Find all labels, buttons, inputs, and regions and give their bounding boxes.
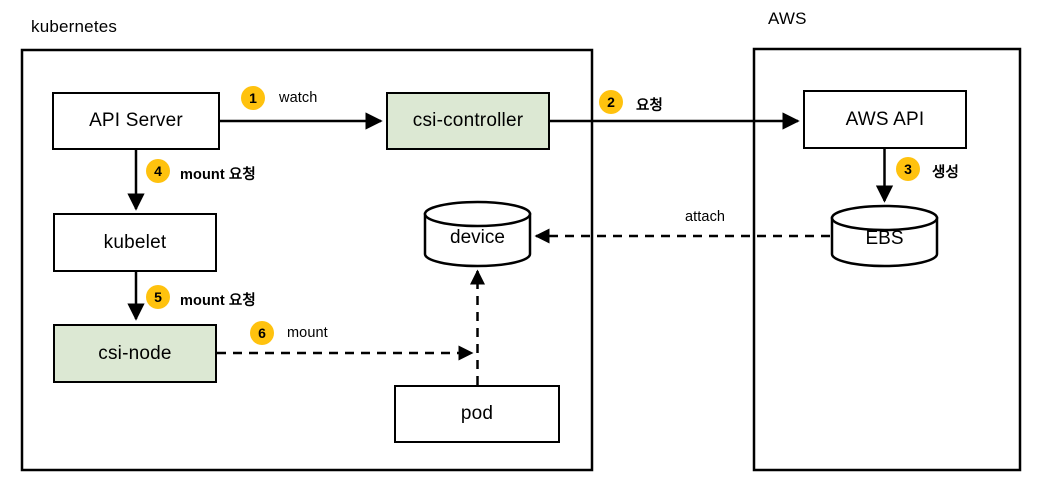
edge-label-mount-request-4: mount 요청 xyxy=(180,167,256,183)
cylinder-device xyxy=(423,200,532,268)
node-csi-node[interactable]: csi-node xyxy=(53,324,217,383)
edge-label-mount-request-5: mount 요청 xyxy=(180,293,256,309)
cylinder-ebs xyxy=(830,204,939,268)
badge-step-2: 2 xyxy=(599,90,623,114)
edge-label-watch: watch xyxy=(279,90,318,106)
edge-label-request: 요청 xyxy=(636,98,663,114)
badge-step-4: 4 xyxy=(146,159,170,183)
group-title-kubernetes: kubernetes xyxy=(31,17,118,36)
edge-label-mount-6: mount xyxy=(287,325,328,341)
node-api-server[interactable]: API Server xyxy=(52,92,220,150)
edge-label-create: 생성 xyxy=(932,165,959,181)
edge-label-attach: attach xyxy=(685,209,726,225)
group-box-kubernetes xyxy=(20,48,594,472)
node-kubelet[interactable]: kubelet xyxy=(53,213,217,272)
node-aws-api[interactable]: AWS API xyxy=(803,90,967,149)
badge-step-5: 5 xyxy=(146,285,170,309)
node-pod[interactable]: pod xyxy=(394,385,560,443)
node-csi-controller[interactable]: csi-controller xyxy=(386,92,550,150)
badge-step-1: 1 xyxy=(241,86,265,110)
badge-step-6: 6 xyxy=(250,321,274,345)
group-box-aws xyxy=(752,47,1022,472)
group-title-aws: AWS xyxy=(768,9,807,28)
badge-step-3: 3 xyxy=(896,157,920,181)
